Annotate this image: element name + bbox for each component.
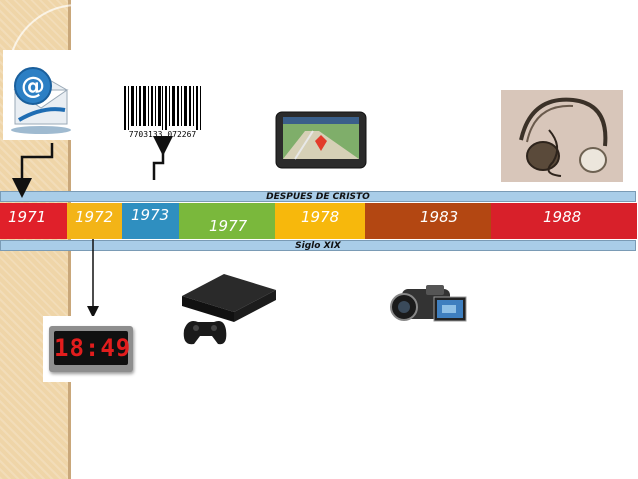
timeline-segment-1972: 1972 [67, 203, 122, 239]
timeline-segment-1978: 1978 [275, 203, 365, 239]
timeline-band-bottom: Siglo XIX [0, 240, 636, 251]
camcorder-icon [388, 281, 470, 331]
arrow-email [12, 143, 54, 198]
game-console-icon [176, 268, 280, 352]
timeline-segment-1973: 1973 [122, 203, 179, 239]
timeline-segment-1988: 1988 [491, 203, 637, 239]
segment-year: 1983 [420, 208, 459, 226]
segment-year: 1971 [8, 208, 47, 226]
clock-frame: 18:49 [49, 326, 133, 372]
segment-year: 1978 [301, 208, 340, 226]
digital-clock-icon: 18:49 [43, 316, 138, 382]
gps-icon [275, 111, 367, 169]
headphones-icon [501, 90, 623, 182]
timeline-segment-1977: 1977 [179, 203, 275, 239]
clock-display: 18:49 [54, 331, 130, 365]
barcode-digits: 7703133 072267 [128, 130, 197, 139]
timeline-segment-1971: 1971 [0, 203, 67, 239]
email-icon: @ [3, 50, 71, 140]
segment-year: 1977 [209, 217, 248, 235]
corner-arc-decoration [9, 4, 76, 60]
segment-year: 1973 [131, 206, 170, 224]
timeline-band-top: DESPUES DE CRISTO [0, 191, 636, 202]
timeline-segment-1983: 1983 [365, 203, 491, 239]
barcode-icon: 7703133 072267 [120, 82, 205, 144]
barcode-bars [124, 86, 201, 130]
segment-year: 1972 [75, 208, 114, 226]
svg-text:@: @ [21, 72, 45, 100]
segment-year: 1988 [543, 208, 582, 226]
strip-edge [68, 0, 71, 479]
arrow-barcode [152, 136, 173, 180]
